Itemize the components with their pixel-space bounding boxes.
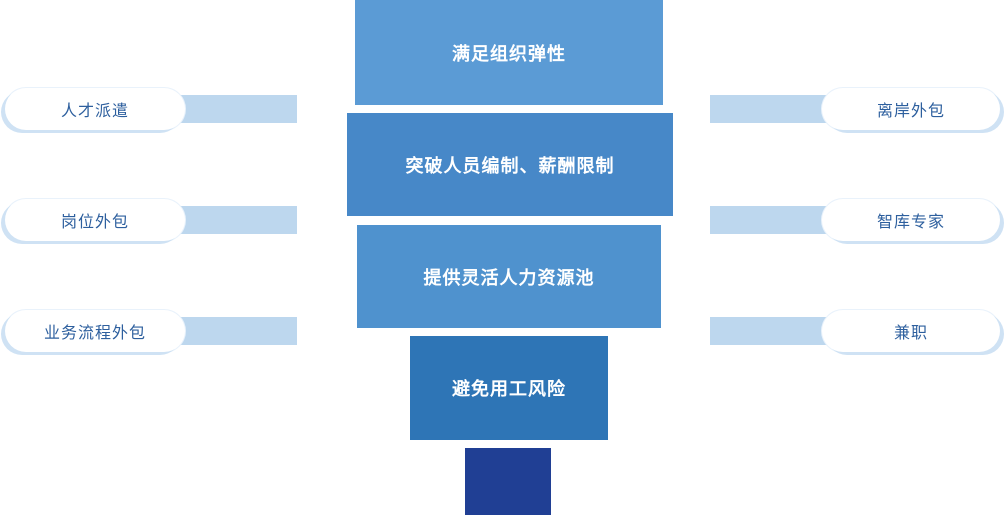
funnel-level-2-label: 突破人员编制、薪酬限制 xyxy=(405,155,615,176)
pill-offshore-outsourcing: 离岸外包 xyxy=(822,88,1000,130)
funnel-level-1-label: 满足组织弹性 xyxy=(452,43,566,64)
pill-part-time-label: 兼职 xyxy=(893,325,928,342)
pill-position-outsourcing-label: 岗位外包 xyxy=(60,214,129,231)
pill-talent-dispatch-label: 人才派遣 xyxy=(60,103,129,120)
funnel-level-1: 满足组织弹性 xyxy=(355,0,663,105)
funnel-level-4-label: 避免用工风险 xyxy=(452,379,566,399)
pill-talent-dispatch: 人才派遣 xyxy=(5,88,185,130)
pill-business-process-outsourcing-label: 业务流程外包 xyxy=(43,325,146,342)
funnel-level-3-label: 提供灵活人力资源池 xyxy=(423,267,595,288)
funnel-level-3: 提供灵活人力资源池 xyxy=(357,225,661,328)
funnel-stem xyxy=(465,448,551,515)
funnel-level-2: 突破人员编制、薪酬限制 xyxy=(347,113,673,216)
pill-position-outsourcing: 岗位外包 xyxy=(5,199,185,241)
pill-offshore-outsourcing-label: 离岸外包 xyxy=(876,103,945,120)
pill-thinktank-experts: 智库专家 xyxy=(822,199,1000,241)
pill-thinktank-experts-label: 智库专家 xyxy=(876,214,945,231)
funnel-level-4: 避免用工风险 xyxy=(410,336,608,440)
pill-business-process-outsourcing: 业务流程外包 xyxy=(5,310,185,352)
pill-part-time: 兼职 xyxy=(822,310,1000,352)
